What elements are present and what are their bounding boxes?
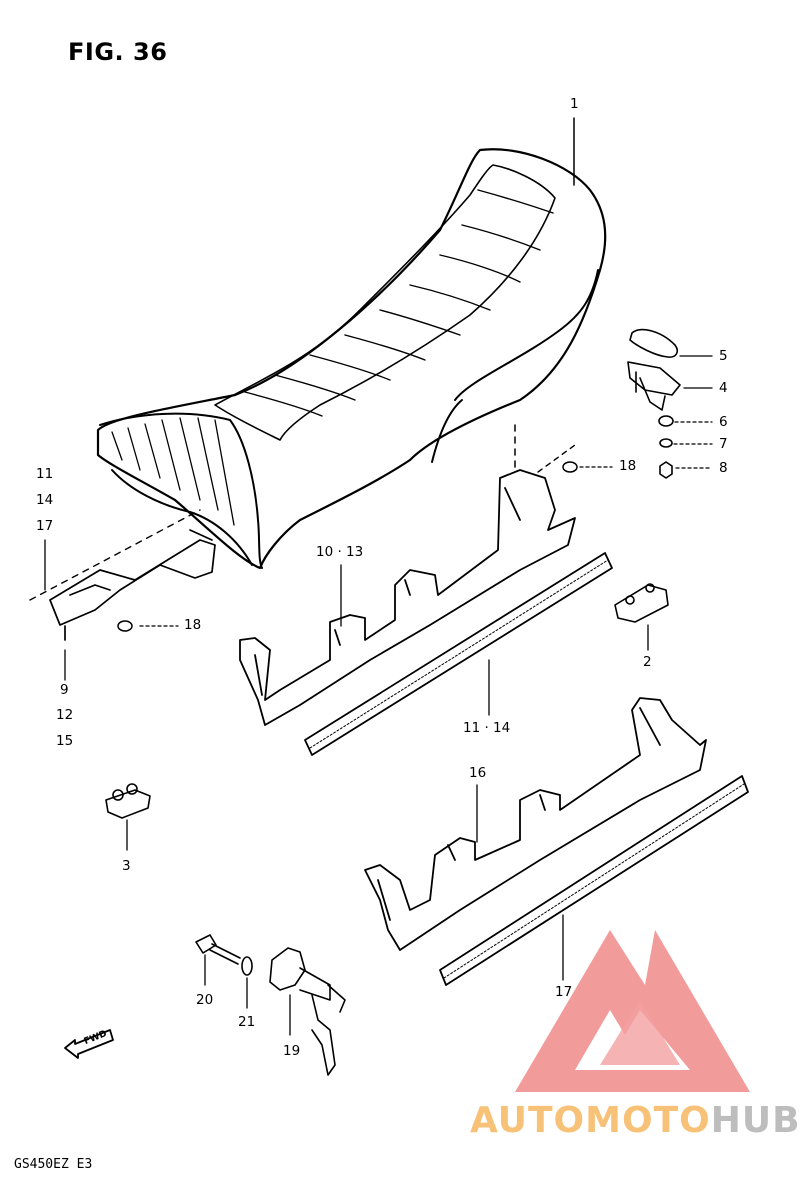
seat-part-1 — [29, 148, 607, 601]
washer-21 — [241, 956, 253, 1009]
rear-bracket — [49, 529, 216, 681]
callout-10-13: 10 · 13 — [316, 544, 364, 560]
seat-hook-parts — [627, 328, 713, 479]
callout-5: 5 — [719, 348, 728, 364]
callout-18-right: 18 — [619, 458, 637, 474]
watermark-text-part1: AUTOMOTO — [470, 1100, 711, 1141]
watermark-text: AUTOMOTOHUB — [470, 1100, 800, 1141]
callout-6: 6 — [719, 414, 728, 430]
callout-4: 4 — [719, 380, 728, 396]
callout-8: 8 — [719, 460, 728, 476]
trim-strip-17 — [439, 775, 749, 986]
bolt-20 — [195, 934, 241, 986]
nut-18-left — [117, 620, 179, 632]
callout-20: 20 — [196, 992, 214, 1008]
watermark-logo — [515, 930, 750, 1092]
callout-18-left: 18 — [184, 617, 202, 633]
seat-frame-rail-10-13 — [239, 469, 576, 726]
callout-11: 11 — [36, 466, 54, 482]
callout-3: 3 — [122, 858, 131, 874]
fwd-arrow-icon — [64, 1029, 114, 1059]
callout-11-14: 11 · 14 — [463, 720, 511, 736]
callout-1: 1 — [570, 96, 579, 112]
part-2-clip — [614, 583, 669, 651]
part-3-clip — [105, 783, 151, 851]
nut-18-right — [562, 461, 613, 473]
watermark-text-part2: HUB — [710, 1100, 800, 1141]
callout-17-left: 17 — [36, 518, 54, 534]
callout-21: 21 — [238, 1014, 256, 1030]
callout-17: 17 — [555, 984, 573, 1000]
figure-title: FIG. 36 — [68, 38, 168, 66]
callout-14: 14 — [36, 492, 54, 508]
callout-7: 7 — [719, 436, 728, 452]
trim-strip-11-14 — [304, 552, 613, 756]
callout-9: 9 — [60, 682, 69, 698]
callout-15: 15 — [56, 733, 74, 749]
model-code: GS450EZ E3 — [14, 1157, 93, 1172]
callout-16: 16 — [469, 765, 487, 781]
callout-19: 19 — [283, 1043, 301, 1059]
seat-lock-19 — [269, 947, 346, 1076]
callout-12: 12 — [56, 707, 74, 723]
callout-2: 2 — [643, 654, 652, 670]
seat-frame-rail-16 — [364, 697, 707, 951]
